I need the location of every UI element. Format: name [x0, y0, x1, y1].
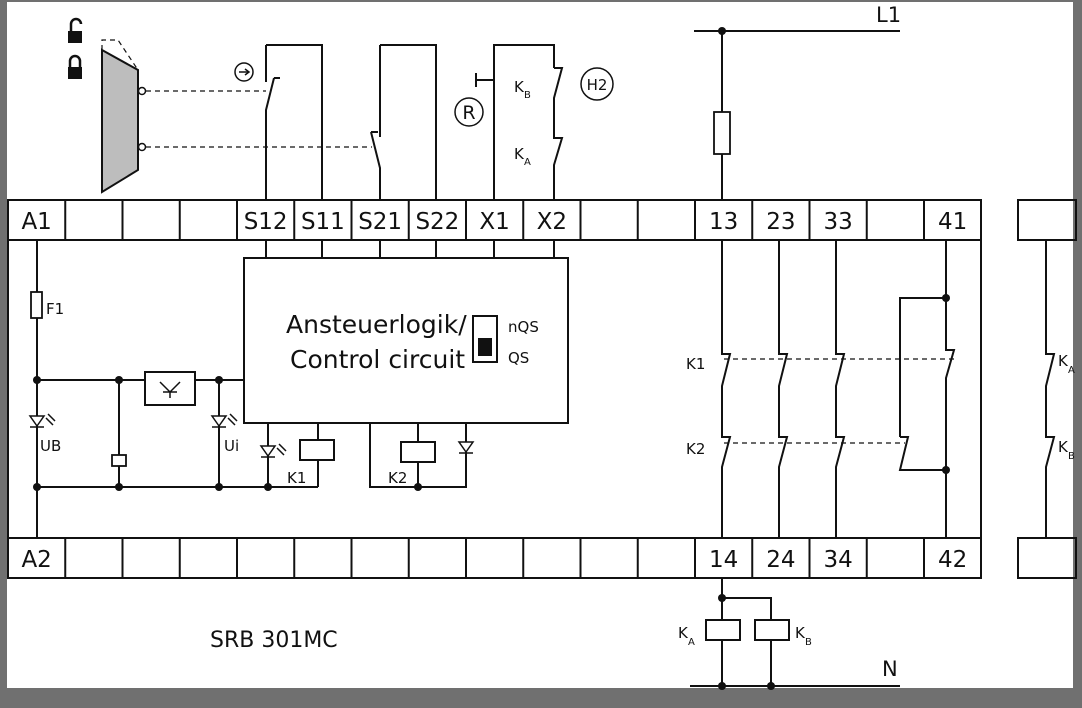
door-interlock — [101, 39, 372, 194]
contactor-coils — [690, 578, 900, 690]
lamp-label: H2 — [587, 76, 608, 94]
ext-ka-sub: A — [1068, 365, 1075, 376]
terminal-top-S11: S11 — [301, 209, 345, 235]
switch-upper-label: nQS — [508, 318, 539, 336]
control-title-line2: Control circuit — [290, 345, 465, 374]
led-ui-icon — [210, 413, 238, 428]
ka-contact-sub: A — [524, 157, 531, 168]
led-ub-icon — [28, 413, 56, 428]
ext-ka-label: K — [1058, 352, 1069, 370]
external-fuse — [713, 111, 731, 155]
terminal-top-33: 33 — [823, 209, 852, 235]
contact-k2-label: K2 — [686, 440, 705, 458]
ext-kb-sub: B — [1068, 451, 1075, 462]
relay-k2-coil — [369, 423, 475, 491]
led-ui-label: Ui — [224, 437, 239, 455]
lamp-symbol: H2 — [580, 67, 614, 101]
extension-contacts — [1045, 240, 1056, 538]
forced-opening-icon — [234, 62, 254, 82]
fuse-f1-label: F1 — [46, 300, 64, 318]
block-input-leads — [265, 240, 555, 258]
terminal-top-X2: X2 — [537, 209, 567, 235]
terminal-bottom-14: 14 — [709, 547, 738, 573]
relay-k1-coil — [259, 423, 335, 491]
kb-contact-label: K — [514, 78, 525, 96]
product-name: SRB 301MC — [210, 628, 338, 653]
terminal-top-23: 23 — [766, 209, 795, 235]
switch-lower-label: QS — [508, 349, 529, 367]
feedback-loop — [475, 44, 564, 200]
lock-closed-icon — [68, 54, 82, 79]
terminal-top-X1: X1 — [479, 209, 509, 235]
channel1-loop — [265, 44, 323, 200]
relay-k1-label: K1 — [287, 469, 306, 487]
coil-kb-sub: B — [805, 637, 812, 648]
coil-ka-sub: A — [688, 637, 695, 648]
terminal-bottom-24: 24 — [766, 547, 795, 573]
channel2-loop — [370, 44, 437, 200]
safety-contacts — [721, 240, 954, 538]
reset-label: R — [462, 102, 475, 124]
lock-open-icon — [68, 17, 83, 43]
terminal-top-A1: A1 — [21, 209, 51, 235]
neutral-label: N — [882, 657, 898, 681]
ka-contact-label: K — [514, 145, 525, 163]
kb-contact-sub: B — [524, 90, 531, 101]
control-title-line1: Ansteuerlogik/ — [286, 310, 467, 339]
coil-ka-label: K — [678, 624, 689, 642]
terminal-top-S12: S12 — [244, 209, 288, 235]
terminal-top-41: 41 — [938, 209, 967, 235]
control-circuit-block — [243, 257, 569, 424]
terminal-strip-bottom — [7, 537, 982, 579]
auxiliary-contact — [898, 240, 956, 538]
l1-label: L1 — [876, 3, 901, 27]
qs-switch-icon — [472, 315, 498, 363]
terminal-bottom-A2: A2 — [21, 547, 51, 573]
contact-k1-label: K1 — [686, 355, 705, 373]
terminal-bottom-34: 34 — [823, 547, 852, 573]
terminal-top-S22: S22 — [415, 209, 459, 235]
led-ub-label: UB — [40, 437, 61, 455]
terminal-bottom-42: 42 — [938, 547, 967, 573]
reset-button-symbol: R — [454, 97, 484, 127]
relay-k2-label: K2 — [388, 469, 407, 487]
ext-kb-label: K — [1058, 438, 1069, 456]
terminal-top-S21: S21 — [358, 209, 402, 235]
terminal-top-13: 13 — [709, 209, 738, 235]
coil-kb-label: K — [795, 624, 806, 642]
